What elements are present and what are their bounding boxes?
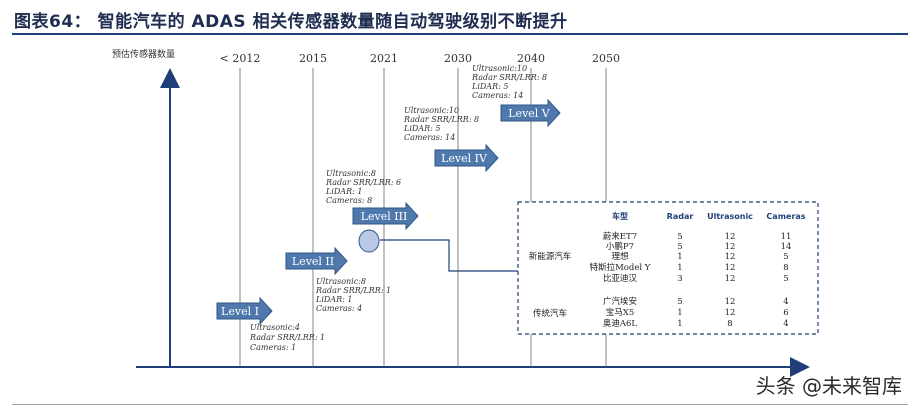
spec-line: Cameras: 14 — [472, 91, 523, 100]
adas-sensor-diagram: 预估传感器数量 < 2012 2015 2021 2030 2040 2050 … — [112, 48, 819, 377]
spec-line: Ultrasonic:4 — [250, 323, 300, 332]
table-cell-model: 宝马X5 — [606, 307, 634, 318]
spec-line: LiDAR: 1 — [315, 295, 352, 304]
title-rule — [12, 33, 908, 35]
table-cell-ultrasonic: 12 — [725, 297, 736, 307]
table-row: 奥迪A6L 1 8 4 — [603, 318, 789, 329]
table-cell-radar: 1 — [677, 263, 682, 273]
spec-line: Cameras: 1 — [250, 343, 296, 352]
table-cell-radar: 1 — [677, 308, 682, 318]
spec-line: Radar SRR/LRR: 8 — [403, 115, 479, 124]
table-cell-cameras: 6 — [783, 308, 788, 318]
spec-line: Radar SRR/LRR: 6 — [325, 178, 401, 187]
table-cell-ultrasonic: 12 — [725, 242, 736, 252]
table-row: 特斯拉Model Y 1 12 8 — [590, 262, 789, 273]
table-cell-cameras: 4 — [783, 297, 788, 307]
table-cell-ultrasonic: 12 — [725, 274, 736, 284]
table-cell-model: 奥迪A6L — [603, 318, 638, 329]
level-5-label: Level V — [508, 107, 551, 120]
spec-line: Ultrasonic:8 — [326, 169, 376, 178]
title-bar: 图表64： 智能汽车的 ADAS 相关传感器数量随自动驾驶级别不断提升 — [0, 0, 916, 35]
level-2-specs: Ultrasonic:8 Radar SRR/LRR: 1 LiDAR: 1 C… — [315, 277, 391, 313]
spec-line: Cameras: 4 — [316, 304, 362, 313]
table-cell-ultrasonic: 8 — [727, 319, 732, 329]
category-label-traditional: 传统汽车 — [533, 308, 567, 319]
year-label: 2021 — [370, 52, 398, 65]
level-3-arrow: Level III — [352, 201, 419, 231]
level-2-label: Level II — [292, 255, 334, 268]
level-5-arrow: Level V — [500, 98, 561, 128]
table-row: 理想 1 12 5 — [611, 251, 788, 262]
level-1-arrow: Level I — [216, 296, 273, 326]
sensor-table-box — [517, 201, 819, 335]
spec-line: Radar SRR/LRR: 1 — [315, 286, 391, 295]
year-label: 2050 — [592, 52, 620, 65]
table-cell-cameras: 5 — [783, 252, 788, 262]
year-label: < 2012 — [220, 52, 261, 65]
table-header-model: 车型 — [612, 211, 628, 221]
spec-line: Ultrasonic:10 — [472, 64, 527, 73]
year-label: 2030 — [444, 52, 472, 65]
figure-title: 图表64： 智能汽车的 ADAS 相关传感器数量随自动驾驶级别不断提升 — [14, 12, 568, 32]
table-header-radar: Radar — [667, 212, 694, 221]
bottom-rule — [12, 404, 908, 405]
level-5-specs: Ultrasonic:10 Radar SRR/LRR: 8 LiDAR: 5 … — [471, 64, 547, 100]
spec-line: LiDAR: 5 — [403, 124, 440, 133]
watermark: 头条 @未来智库 — [755, 374, 902, 398]
year-label: 2040 — [517, 52, 545, 65]
table-cell-ultrasonic: 12 — [725, 308, 736, 318]
table-cell-model: 小鹏P7 — [606, 241, 634, 252]
level-4-arrow: Level IV — [434, 143, 499, 173]
table-row: 广汽埃安 5 12 4 — [603, 296, 789, 307]
spec-line: Cameras: 8 — [326, 196, 372, 205]
category-label-nev: 新能源汽车 — [529, 251, 572, 262]
level-3-label: Level III — [361, 210, 408, 223]
level-1-label: Level I — [221, 305, 259, 318]
table-cell-model: 广汽埃安 — [603, 296, 637, 307]
spec-line: Ultrasonic:10 — [404, 106, 459, 115]
table-cell-model: 比亚迪汉 — [603, 273, 638, 284]
connector-line — [380, 239, 518, 272]
table-cell-cameras: 4 — [783, 319, 788, 329]
table-cell-cameras: 5 — [783, 274, 788, 284]
year-label: 2015 — [299, 52, 327, 65]
spec-line: Ultrasonic:8 — [316, 277, 366, 286]
table-cell-radar: 5 — [677, 242, 682, 252]
table-cell-cameras: 11 — [781, 232, 792, 242]
level-4-label: Level IV — [441, 152, 488, 165]
table-cell-radar: 5 — [677, 297, 682, 307]
spec-line: Radar SRR/LRR: 8 — [471, 73, 547, 82]
level-1-specs: Ultrasonic:4 Radar SRR/LRR: 1 Cameras: 1 — [249, 323, 325, 352]
table-cell-model: 理想 — [611, 251, 629, 262]
table-cell-model: 蔚来ET7 — [603, 231, 637, 242]
table-cell-cameras: 14 — [781, 242, 792, 252]
table-cell-radar: 3 — [677, 274, 682, 284]
level-4-specs: Ultrasonic:10 Radar SRR/LRR: 8 LiDAR: 5 … — [403, 106, 479, 142]
level-2-arrow: Level II — [285, 246, 348, 276]
table-cell-radar: 1 — [677, 319, 682, 329]
table-cell-ultrasonic: 12 — [725, 252, 736, 262]
table-header-ultrasonic: Ultrasonic — [707, 212, 753, 221]
table-header-cameras: Cameras — [766, 212, 805, 221]
table-row: 宝马X5 1 12 6 — [606, 307, 789, 318]
level-3-specs: Ultrasonic:8 Radar SRR/LRR: 6 LiDAR: 1 C… — [325, 169, 401, 205]
table-cell-model: 特斯拉Model Y — [590, 262, 651, 273]
spec-line: LiDAR: 5 — [471, 82, 508, 91]
table-cell-cameras: 8 — [783, 263, 788, 273]
spec-line: Radar SRR/LRR: 1 — [249, 333, 325, 342]
table-cell-ultrasonic: 12 — [725, 232, 736, 242]
table-row: 小鹏P7 5 12 14 — [606, 241, 791, 252]
table-cell-ultrasonic: 12 — [725, 263, 736, 273]
y-axis-label: 预估传感器数量 — [112, 48, 175, 60]
table-cell-radar: 1 — [677, 252, 682, 262]
table-cell-radar: 5 — [677, 232, 682, 242]
table-row: 比亚迪汉 3 12 5 — [603, 273, 789, 284]
spec-line: LiDAR: 1 — [325, 187, 362, 196]
table-row: 蔚来ET7 5 12 11 — [603, 231, 792, 242]
current-position-marker — [358, 229, 380, 253]
spec-line: Cameras: 14 — [404, 133, 455, 142]
